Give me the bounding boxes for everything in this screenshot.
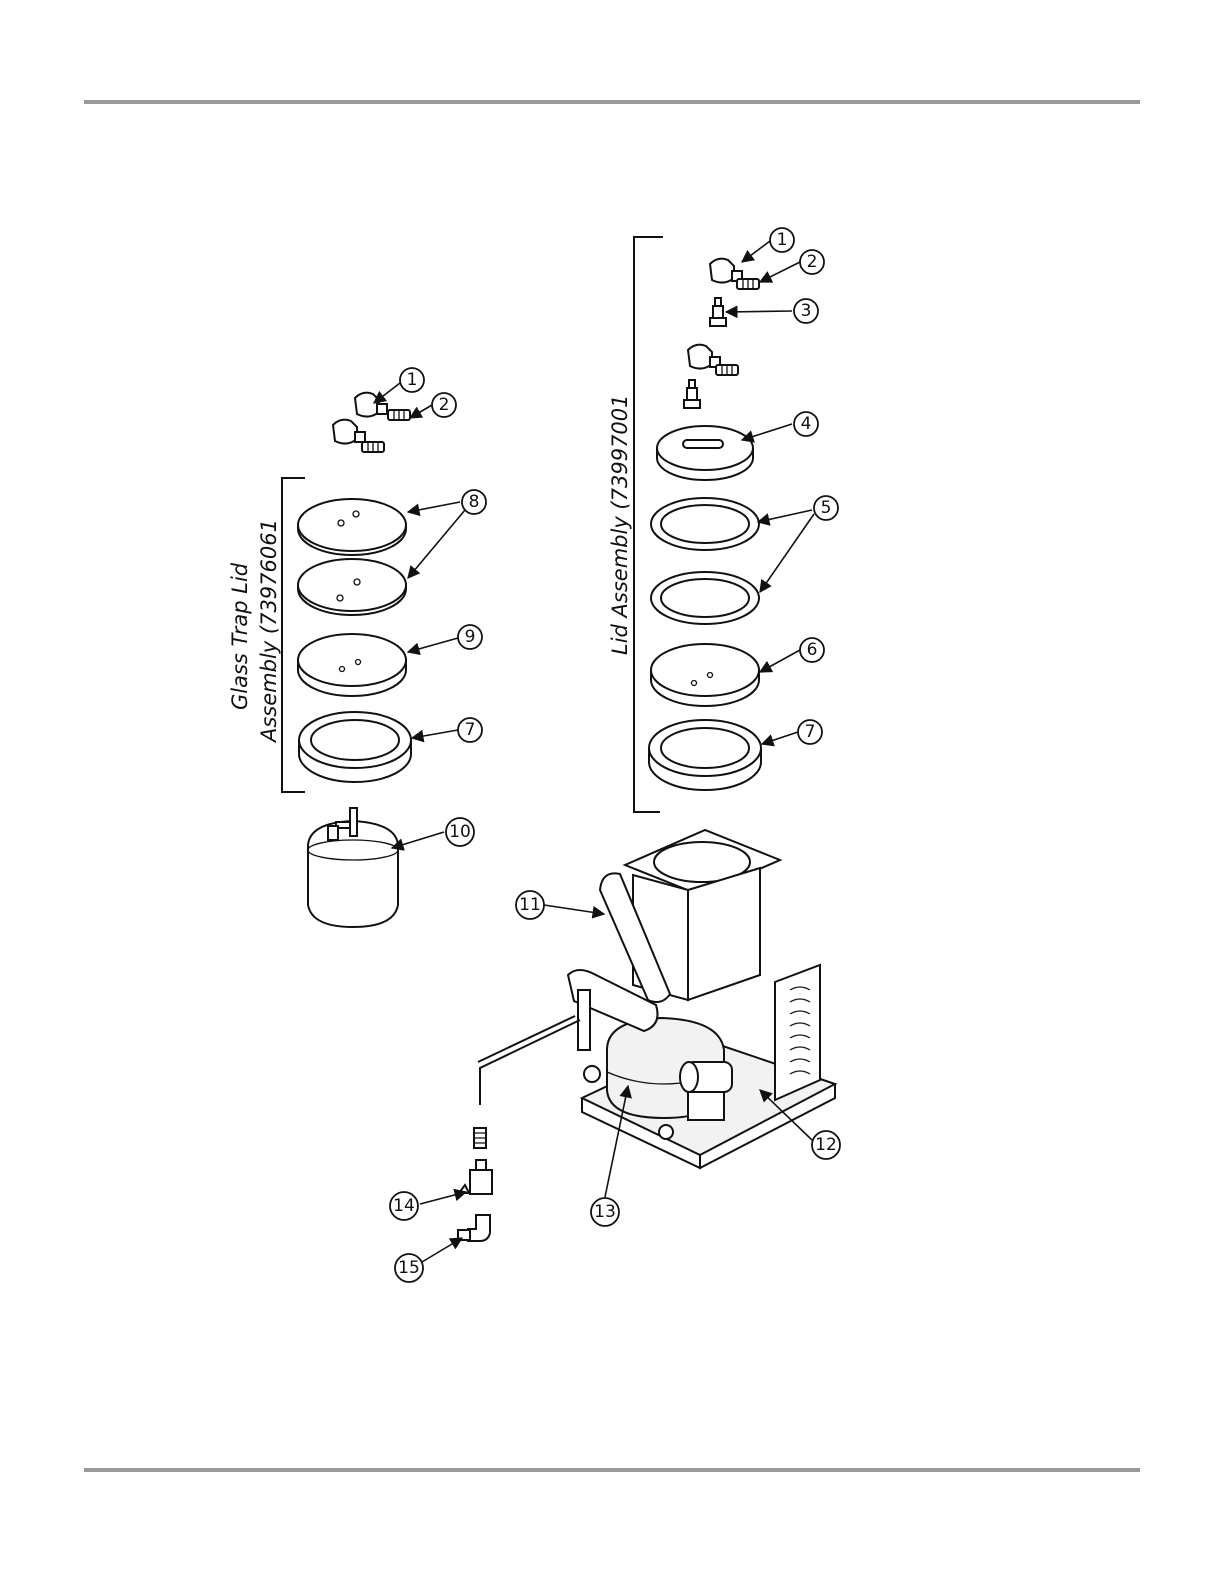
glass-trap-ring — [299, 712, 411, 782]
svg-text:7: 7 — [465, 720, 476, 740]
connector-fitting-right-top — [710, 298, 726, 326]
callout-4: 4 — [794, 412, 818, 436]
lid-gasket — [651, 644, 759, 706]
barb-fitting-left-bottom — [362, 442, 384, 452]
callout-15: 15 — [395, 1254, 423, 1282]
svg-text:1: 1 — [407, 370, 418, 390]
lid-ring — [649, 720, 761, 790]
svg-text:7: 7 — [805, 722, 816, 742]
svg-text:9: 9 — [465, 627, 476, 647]
glass-trap-lid-label-line2: Assembly (73976061 — [257, 519, 281, 744]
callout-14: 14 — [390, 1192, 418, 1220]
connector-fitting-right-bottom — [684, 380, 700, 408]
svg-text:6: 6 — [807, 640, 818, 660]
callout-6: 6 — [800, 638, 824, 662]
hose-connector — [474, 1128, 486, 1148]
glass-trap-lid-disc-2 — [298, 559, 406, 615]
callout-5: 5 — [814, 496, 838, 520]
callout-1-right: 1 — [770, 228, 794, 252]
svg-text:15: 15 — [398, 1258, 420, 1278]
barb-fitting-right-bottom — [716, 365, 738, 375]
elbow-fitting-right-bottom — [688, 345, 720, 369]
lid-assembly-label: Lid Assembly (73997001 — [608, 394, 632, 655]
svg-text:13: 13 — [594, 1202, 616, 1222]
callout-8: 8 — [462, 490, 486, 514]
svg-text:12: 12 — [815, 1135, 837, 1155]
callout-3: 3 — [794, 299, 818, 323]
svg-text:2: 2 — [439, 395, 450, 415]
svg-text:5: 5 — [821, 498, 832, 518]
glass-trap-lid-label-line1: Glass Trap Lid — [228, 562, 252, 710]
svg-text:10: 10 — [449, 822, 471, 842]
callout-11: 11 — [516, 891, 544, 919]
callout-7-left: 7 — [458, 718, 482, 742]
drain-valve — [459, 1160, 492, 1194]
callout-7-right: 7 — [798, 720, 822, 744]
lid-seal-ring-1 — [651, 498, 759, 550]
glass-trap-gasket — [298, 634, 406, 696]
svg-text:11: 11 — [519, 895, 541, 915]
barb-fitting-left-top — [388, 410, 410, 420]
svg-text:2: 2 — [807, 252, 818, 272]
callout-9: 9 — [458, 625, 482, 649]
barb-fitting-right-top — [737, 279, 759, 289]
svg-text:14: 14 — [393, 1196, 415, 1216]
lid-seal-ring-2 — [651, 572, 759, 624]
vacuum-unit-base — [478, 830, 835, 1168]
callout-12: 12 — [812, 1131, 840, 1159]
callout-10: 10 — [446, 818, 474, 846]
svg-text:1: 1 — [777, 230, 788, 250]
svg-text:8: 8 — [469, 492, 480, 512]
glass-trap-lid-disc-1 — [298, 499, 406, 555]
callout-1-left: 1 — [400, 368, 424, 392]
glass-trap-jar — [308, 808, 398, 927]
elbow-fitting-left-bottom — [333, 420, 365, 444]
svg-text:3: 3 — [801, 301, 812, 321]
svg-text:4: 4 — [801, 414, 812, 434]
callout-2-right: 2 — [800, 250, 824, 274]
callout-2-left: 2 — [432, 393, 456, 417]
lid-cover — [657, 426, 753, 480]
elbow-barb-fitting — [458, 1215, 490, 1241]
callout-13: 13 — [591, 1198, 619, 1226]
